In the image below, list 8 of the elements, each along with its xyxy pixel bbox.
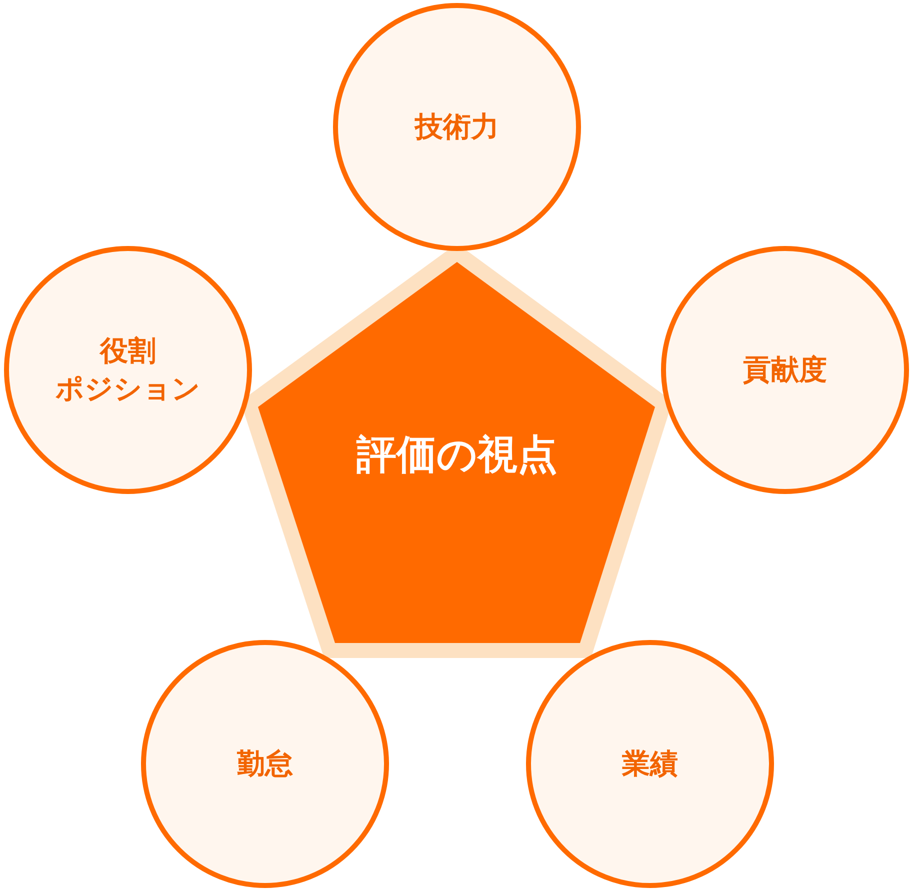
category-label: 技術力 [415,109,499,145]
category-label: 貢献度 [743,352,827,388]
category-label: 業績 [622,746,678,782]
pentagon-shape [258,262,656,644]
category-label: 役割 [100,333,156,369]
category-label: 勤怠 [237,746,293,782]
category-label: ポジション [56,371,200,407]
center-title: 評価の視点 [355,431,558,480]
